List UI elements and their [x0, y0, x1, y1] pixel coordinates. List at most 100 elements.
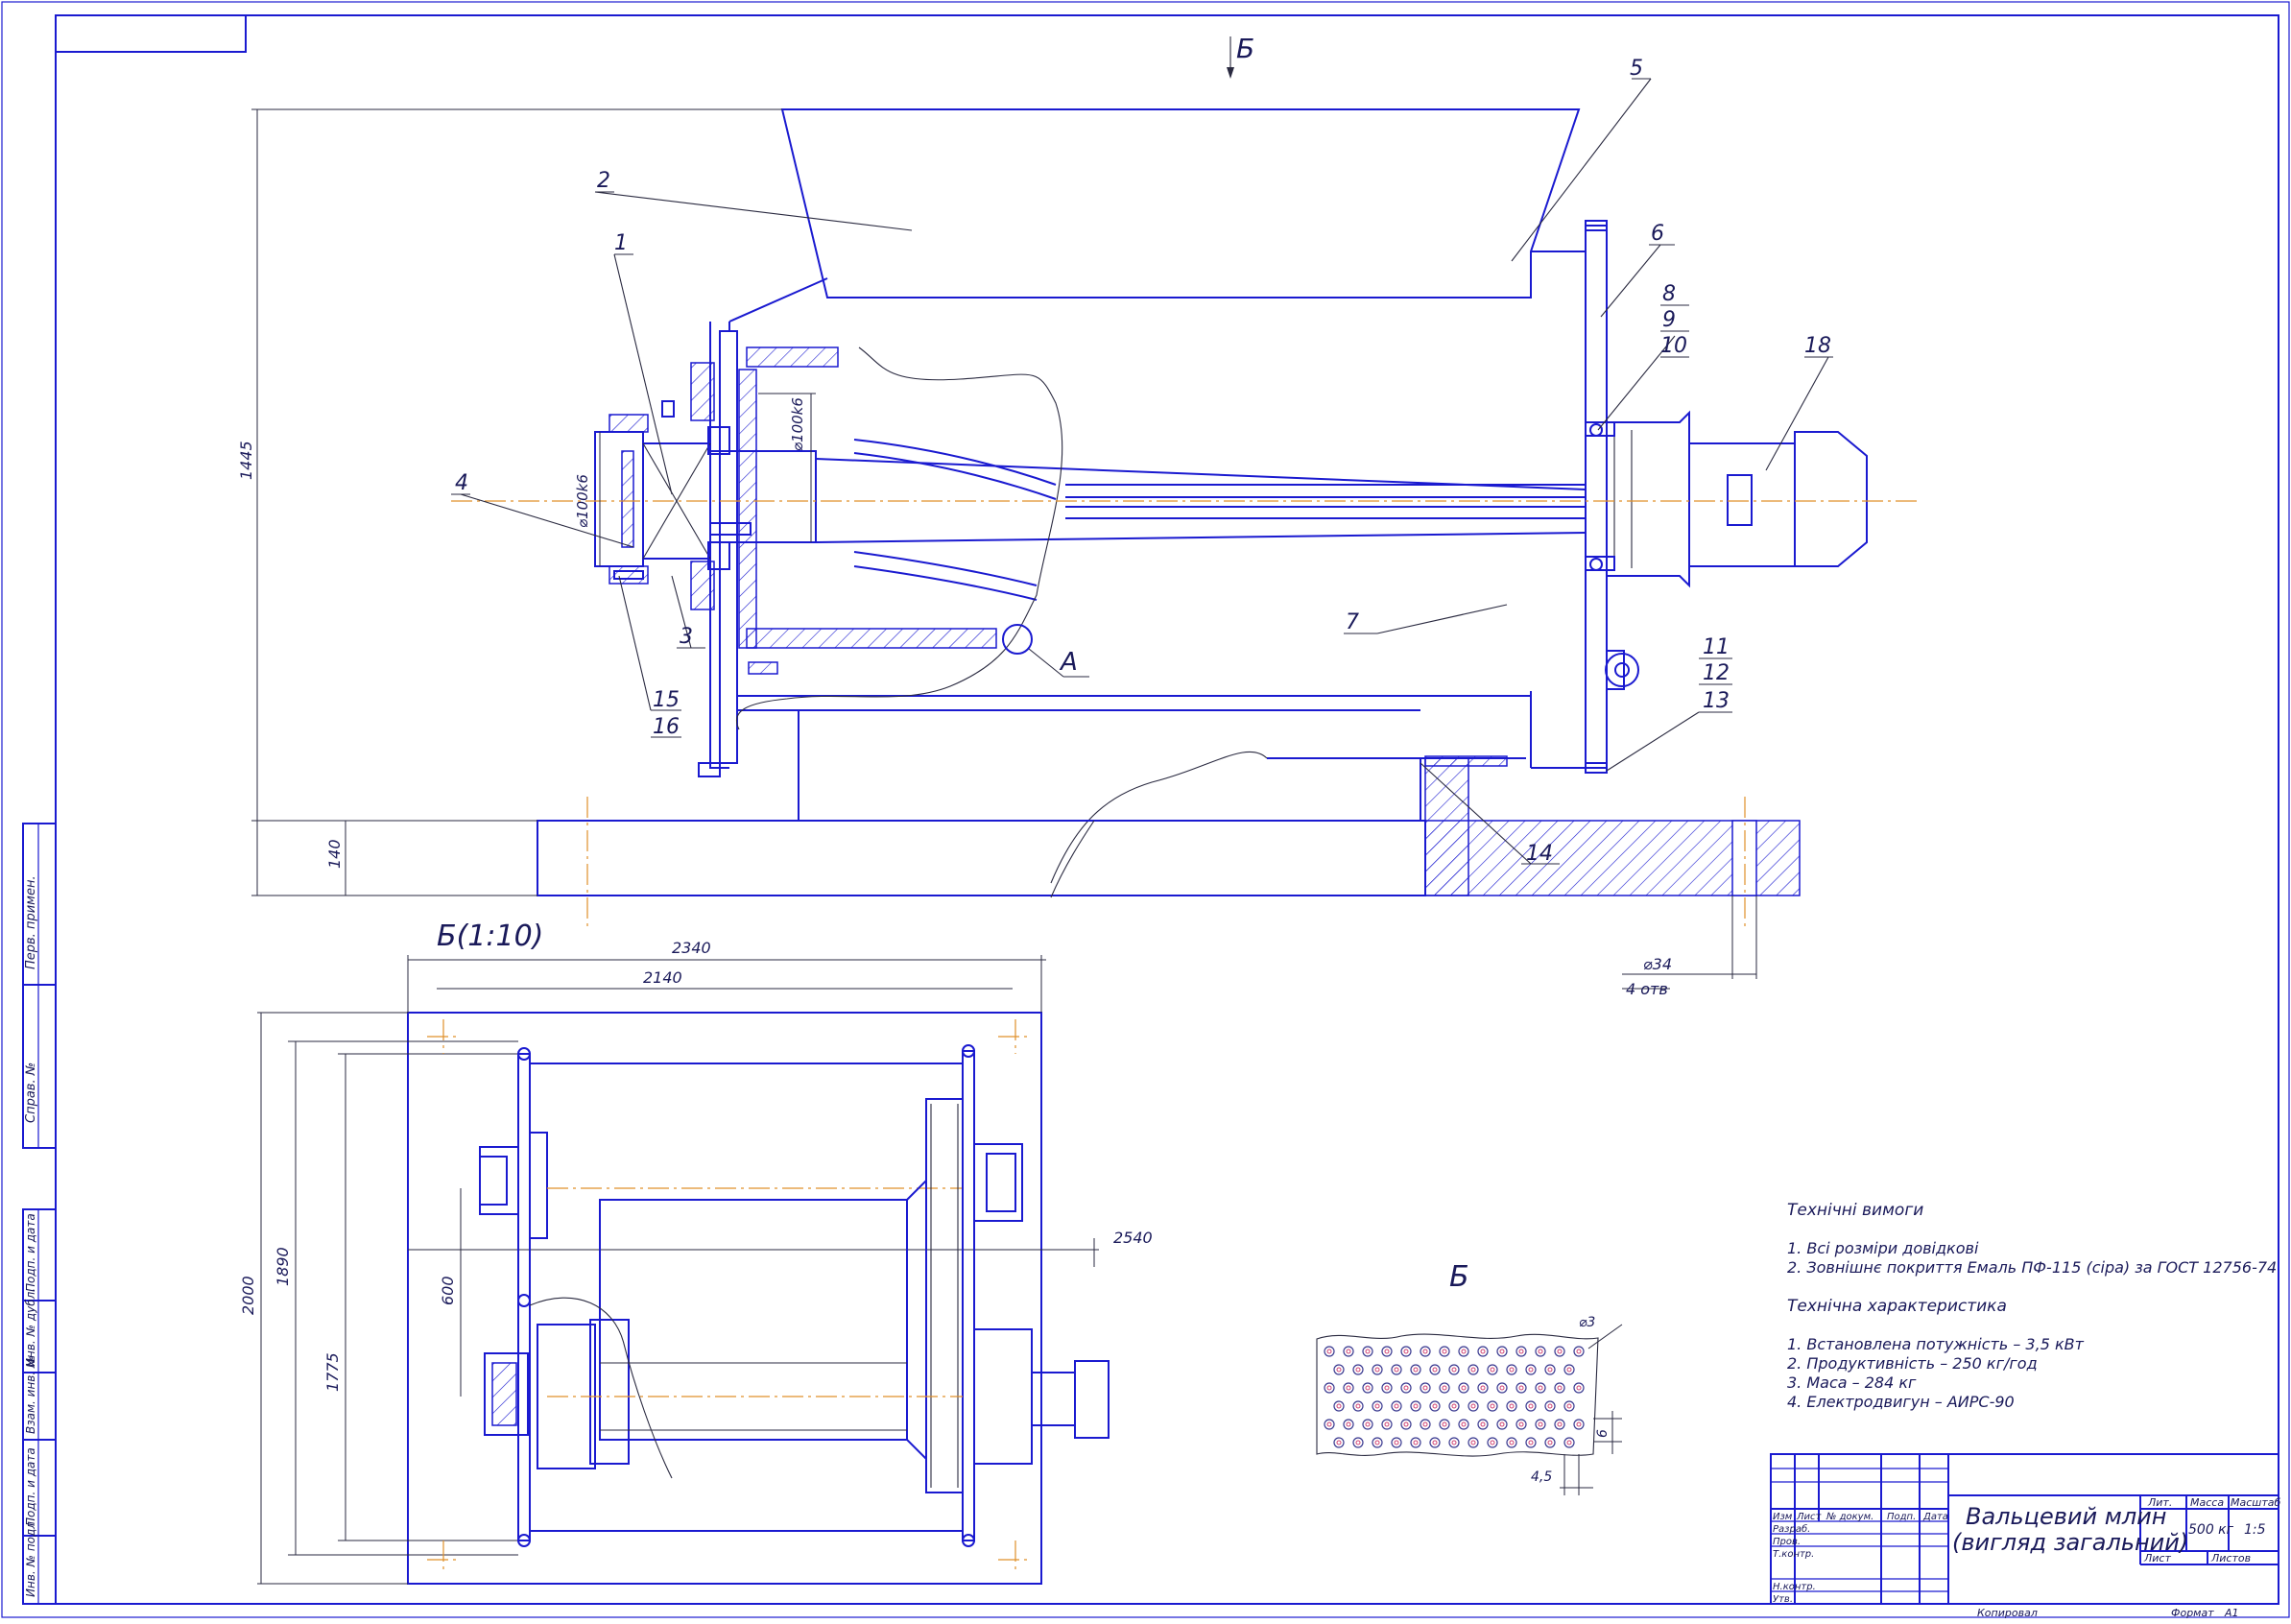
- tech-req-title: Технічні вимоги: [1787, 1201, 1923, 1220]
- perforation-hole-center: [1461, 1421, 1467, 1427]
- side-stamp: Перв. примен. Справ. № Подп. и дата Инв.…: [22, 823, 57, 1605]
- perforation-hole-center: [1470, 1367, 1476, 1373]
- perforation-hole-center: [1422, 1349, 1428, 1354]
- part-11: 11: [1703, 635, 1730, 659]
- perforation-hole-center: [1346, 1349, 1351, 1354]
- perforation-hole-center: [1432, 1403, 1438, 1409]
- bearing-cap: [594, 431, 644, 567]
- perforation-hole-center: [1538, 1385, 1543, 1391]
- perforation-hole-center: [1461, 1385, 1467, 1391]
- stamp-inv-podl: Инв. № подл.: [24, 1517, 37, 1597]
- part-7: 7: [1346, 610, 1359, 634]
- perforation-hole-center: [1470, 1403, 1476, 1409]
- tb-mass-value: 500 кг: [2188, 1522, 2234, 1538]
- tb-role-tkontr: Т.контр.: [1773, 1549, 1814, 1560]
- tb-col-mass: Масса: [2190, 1496, 2224, 1509]
- part-12: 12: [1703, 661, 1730, 685]
- detail-label: Б: [1449, 1260, 1469, 1294]
- perforation-hole-center: [1336, 1403, 1342, 1409]
- perforation-hole-center: [1518, 1349, 1524, 1354]
- perforation-hole-center: [1518, 1421, 1524, 1427]
- perforation-hole-center: [1326, 1349, 1332, 1354]
- tb-col-scale: Масштаб: [2231, 1496, 2280, 1509]
- part-16: 16: [653, 715, 680, 739]
- perforation-hole-center: [1442, 1385, 1447, 1391]
- tb-sheets: Листов: [2210, 1552, 2251, 1564]
- perforation-hole-center: [1326, 1421, 1332, 1427]
- tb-role-nkontr: Н.контр.: [1773, 1582, 1816, 1592]
- perforation-hole-center: [1451, 1440, 1457, 1445]
- dim-width-outer: 2340: [672, 939, 711, 957]
- dim-hole-count: 4 отв: [1626, 980, 1668, 998]
- perforation-hole-center: [1499, 1385, 1505, 1391]
- stamp-sprav: Справ. №: [24, 1063, 38, 1123]
- perforation-hole-center: [1365, 1385, 1371, 1391]
- part-14: 14: [1526, 842, 1553, 866]
- perforation-hole-center: [1509, 1403, 1515, 1409]
- part-15: 15: [653, 688, 680, 712]
- perforation-hole-center: [1413, 1367, 1419, 1373]
- part-callouts: 2 5 1 4 3 15 16 7 6 8 9 10 18 11: [451, 57, 1833, 866]
- perforation-hole-center: [1365, 1421, 1371, 1427]
- perforation-hole-center: [1490, 1440, 1495, 1445]
- perforation-hole-center: [1422, 1385, 1428, 1391]
- part-1: 1: [614, 231, 628, 255]
- perforation-hole-center: [1413, 1403, 1419, 1409]
- perforation-hole-center: [1346, 1421, 1351, 1427]
- hopper: [780, 108, 1581, 299]
- dim-detail-dia: ⌀3: [1579, 1315, 1595, 1330]
- dim-plan-2000: 2000: [239, 1276, 257, 1315]
- tb-role-utv: Утв.: [1773, 1594, 1793, 1605]
- tb-format-label: Формат: [2171, 1607, 2214, 1619]
- perforation-hole-center: [1326, 1385, 1332, 1391]
- perforation-hole-center: [1442, 1421, 1447, 1427]
- tb-sheet: Лист: [2143, 1552, 2171, 1564]
- plan-base: [407, 1012, 1042, 1585]
- part-10: 10: [1660, 334, 1687, 358]
- tech-char-2: 2. Продуктивність – 250 кг/год: [1787, 1354, 2038, 1373]
- perforation-hole-center: [1566, 1367, 1572, 1373]
- part-3: 3: [680, 625, 693, 649]
- tb-hdr-izm: Изм: [1773, 1512, 1793, 1522]
- perforation-hole-center: [1566, 1403, 1572, 1409]
- technical-notes: Технічні вимоги 1. Всі розміри довідкові…: [1787, 1201, 2277, 1411]
- tech-req-1: 1. Всі розміри довідкові: [1787, 1239, 1979, 1257]
- perforation-hole-center: [1509, 1367, 1515, 1373]
- plan-view: Б(1:10) 2340 2140 2000 1890 1775 600 254…: [239, 919, 1153, 1585]
- dim-width-inner: 2140: [643, 968, 682, 987]
- dim-detail-pitch: 4,5: [1531, 1469, 1552, 1485]
- perforation-hole-center: [1576, 1385, 1582, 1391]
- perforation-hole-center: [1576, 1349, 1582, 1354]
- dim-shaft-dia-left: ⌀100k6: [574, 474, 591, 528]
- part-9: 9: [1662, 308, 1676, 332]
- perforation-hole-center: [1355, 1440, 1361, 1445]
- perforation-hole-center: [1461, 1349, 1467, 1354]
- part-13: 13: [1703, 689, 1730, 713]
- perforation-hole-center: [1451, 1367, 1457, 1373]
- perforation-hole-center: [1509, 1440, 1515, 1445]
- tb-scale-value: 1:5: [2244, 1522, 2266, 1538]
- perforation-hole-center: [1355, 1367, 1361, 1373]
- stamp-vzam-inv: Взам. инв. №: [24, 1356, 37, 1434]
- tech-char-4: 4. Електродвигун – АИРС-90: [1787, 1393, 2015, 1411]
- perforation-hole-center: [1528, 1367, 1534, 1373]
- stamp-podp-data-1: Подп. и дата: [24, 1213, 37, 1292]
- tb-role-prov: Пров.: [1773, 1537, 1801, 1547]
- part-8: 8: [1662, 282, 1676, 306]
- perforation-hole-center: [1403, 1349, 1409, 1354]
- tb-copied: Копировал: [1977, 1607, 2038, 1619]
- tb-name-line2: (вигляд загальний): [1952, 1529, 2188, 1556]
- tb-hdr-doc: № докум.: [1826, 1512, 1873, 1522]
- perforation-hole-center: [1365, 1349, 1371, 1354]
- perforation-hole-center: [1518, 1385, 1524, 1391]
- perforation-hole-center: [1480, 1385, 1486, 1391]
- perforation-hole-center: [1432, 1440, 1438, 1445]
- motor-body: [1688, 442, 1796, 567]
- tech-req-2: 2. Зовнішнє покриття Емаль ПФ-115 (сіра)…: [1787, 1258, 2277, 1277]
- dim-hole-dia: ⌀34: [1643, 955, 1672, 973]
- perforation-hole-center: [1374, 1403, 1380, 1409]
- perforation-hole-center: [1451, 1403, 1457, 1409]
- part-5: 5: [1630, 57, 1643, 81]
